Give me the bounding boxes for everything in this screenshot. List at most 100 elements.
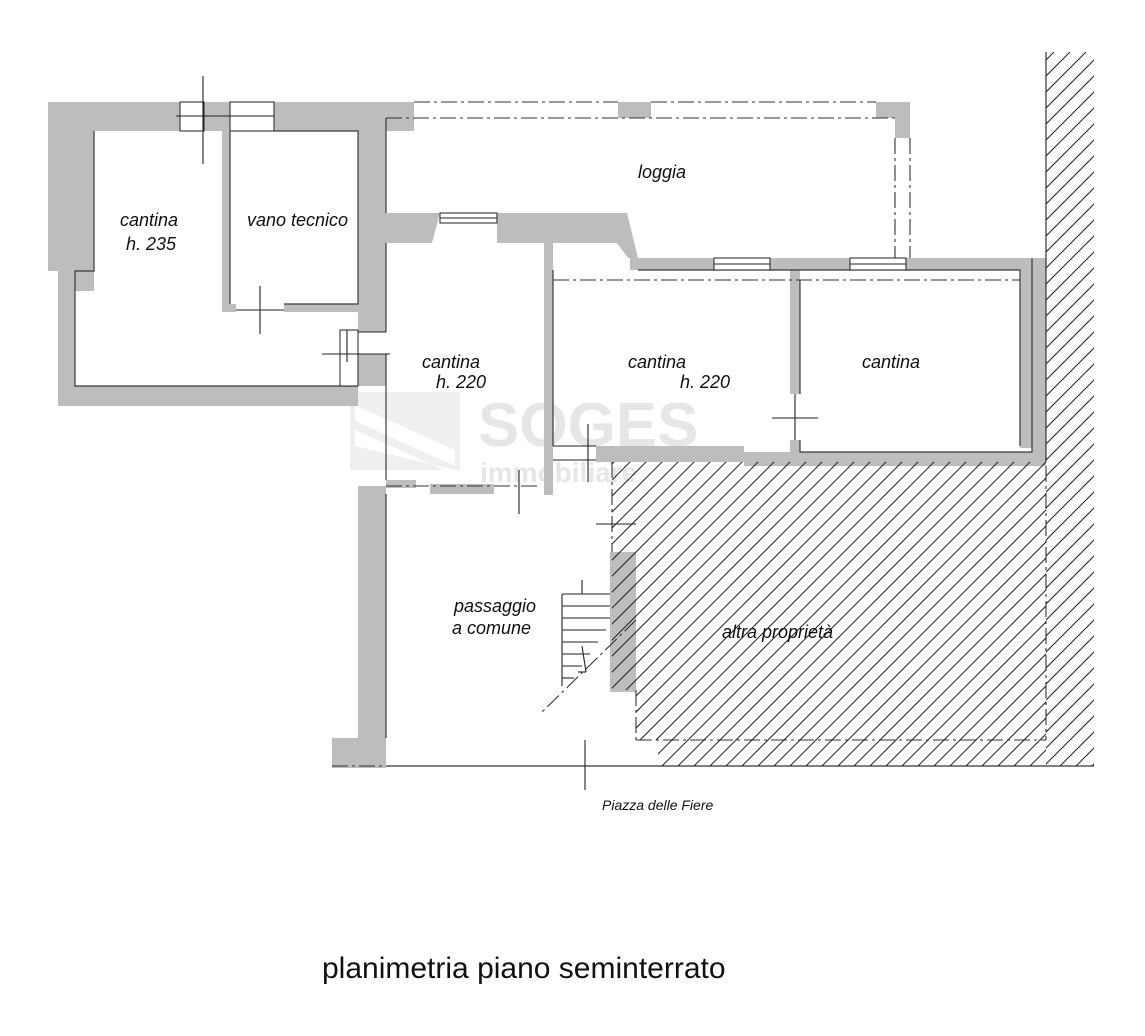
hatch-line — [612, 462, 681, 766]
watermark: SOGES immobiliare — [350, 391, 699, 488]
hatch-line — [625, 462, 937, 766]
label-cantina-left-height: h. 235 — [126, 234, 177, 254]
walls — [48, 102, 1046, 768]
hatch-line — [993, 462, 1046, 766]
hatch-line — [1046, 379, 1094, 429]
hatch-line — [817, 462, 1046, 766]
hatch-line — [801, 462, 1046, 766]
hatch-line — [1046, 52, 1087, 93]
hatch-line — [290, 460, 600, 770]
hatch-line — [1138, 460, 1145, 770]
hatch-line — [945, 462, 1046, 766]
hatch-line — [1046, 123, 1094, 173]
hatch-line — [849, 462, 1046, 766]
openings — [176, 76, 907, 790]
hatch-line — [1025, 462, 1046, 766]
hatch-line — [1046, 427, 1094, 477]
hatch-line — [612, 462, 825, 766]
hatch-line — [1046, 603, 1094, 653]
hatch-line — [1041, 462, 1046, 766]
hatch-line — [612, 462, 857, 766]
hatch-line — [1046, 459, 1094, 509]
hatch-line — [1046, 443, 1094, 493]
label-vano-tecnico: vano tecnico — [247, 210, 348, 230]
label-passaggio: passaggio — [453, 596, 536, 616]
hatch-line — [1046, 619, 1094, 669]
hatch-line — [881, 462, 1046, 766]
label-loggia: loggia — [638, 162, 686, 182]
hatch-line — [612, 462, 745, 766]
hatch-line — [1074, 460, 1145, 770]
hatch-line — [1075, 747, 1094, 766]
hatch-line — [1106, 460, 1145, 770]
street-name: Piazza delle Fiere — [602, 797, 713, 813]
hatch-line — [1046, 331, 1094, 381]
hatch-line — [612, 462, 665, 766]
watermark-logo-icon — [350, 392, 460, 475]
hatch-line — [1122, 460, 1145, 770]
hatch-line — [769, 462, 1046, 766]
hatch-line — [1046, 395, 1094, 445]
hatch-line — [612, 462, 697, 766]
hatch-line — [673, 462, 985, 766]
hatch-line — [1046, 139, 1094, 189]
hatch-line — [1091, 763, 1094, 766]
hatch-line — [612, 462, 809, 766]
hatch-line — [1120, 50, 1145, 770]
hatch-line — [612, 462, 921, 766]
hatch-line — [641, 462, 953, 766]
hatch-line — [612, 462, 761, 766]
hatch-line — [689, 462, 1001, 766]
hatch-line — [929, 462, 1046, 766]
hatch-line — [737, 462, 1046, 766]
label-cantina-mid: cantina — [628, 352, 686, 372]
label-cantina-right: cantina — [862, 352, 920, 372]
label-a-comune: a comune — [452, 618, 531, 638]
hatch-line — [612, 462, 905, 766]
hatch-line — [721, 462, 1033, 766]
staircase — [541, 580, 637, 713]
hatch-line — [833, 462, 1046, 766]
label-cantina-mid-height: h. 220 — [680, 372, 730, 392]
hatch-line — [1046, 363, 1094, 413]
hatch-line — [1090, 460, 1145, 770]
hatch-line — [1046, 539, 1094, 589]
room-labels: cantina h. 235 vano tecnico loggia canti… — [120, 162, 920, 642]
hatch-line — [1046, 523, 1094, 573]
label-cantina-left: cantina — [120, 210, 178, 230]
label-altra-proprieta: altra proprietà — [722, 622, 833, 642]
hatch-line — [1046, 475, 1094, 525]
hatch-line — [612, 462, 713, 766]
hatch-line — [1136, 50, 1145, 770]
label-cantina-center-height: h. 220 — [436, 372, 486, 392]
hatch-east-strip — [1046, 50, 1145, 770]
hatch-line — [865, 462, 1046, 766]
hatch-other-property — [290, 460, 1145, 770]
hatch-line — [977, 462, 1046, 766]
hatch-line — [612, 462, 873, 766]
hatch-line — [612, 462, 729, 766]
hatch-line — [897, 462, 1046, 766]
hatch-line — [705, 462, 1017, 766]
hatch-line — [1046, 555, 1094, 605]
hatch-line — [913, 462, 1046, 766]
hatch-line — [1104, 50, 1145, 770]
label-cantina-center: cantina — [422, 352, 480, 372]
watermark-sub: immobiliare — [480, 457, 637, 488]
hatch-line — [1046, 347, 1094, 397]
hatch-line — [612, 462, 841, 766]
hatch-line — [1046, 491, 1094, 541]
hatch-line — [961, 462, 1046, 766]
hatch-line — [1046, 507, 1094, 557]
hatch-line — [1046, 315, 1094, 365]
hatch-line — [612, 462, 793, 766]
hatch-line — [1059, 731, 1094, 766]
hatch-line — [612, 462, 777, 766]
hatch-line — [1046, 635, 1094, 685]
hatch-line — [657, 462, 969, 766]
hatch-line — [785, 462, 1046, 766]
plan-title: planimetria piano seminterrato — [322, 952, 726, 985]
hatch-line — [1009, 462, 1046, 766]
hatch-line — [753, 462, 1046, 766]
